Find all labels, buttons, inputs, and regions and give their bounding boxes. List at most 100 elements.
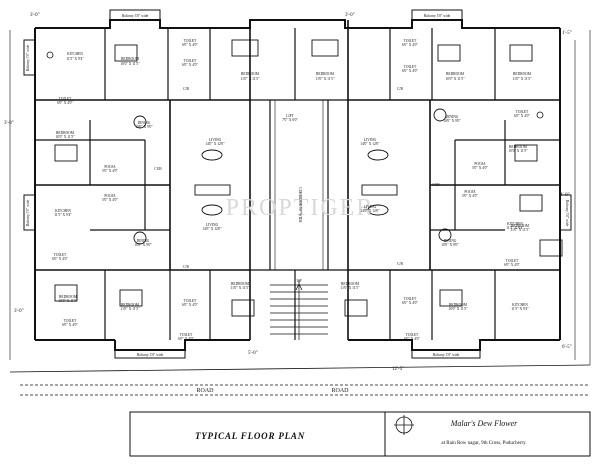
room-label: BEDROOM xyxy=(231,282,250,286)
dining-table-icon xyxy=(438,228,452,242)
room-size: 10'0" X 11'5" xyxy=(508,149,528,153)
room-size: 6'0" X 4'0" xyxy=(514,114,530,118)
room-label: C/B xyxy=(397,87,403,91)
room-label: POOJA xyxy=(464,190,476,194)
corridor-hatch xyxy=(274,100,324,270)
room-label: C/B xyxy=(183,265,189,269)
room-label: BEDROOM xyxy=(509,145,528,149)
room-label: BEDROOM xyxy=(121,57,140,61)
room-size: 14'0" X 12'0" xyxy=(360,142,380,146)
room-size: 10'0" X 9'0" xyxy=(443,119,461,123)
room-labels: Balcony 3'0" wide Balcony 3'0" wide Balc… xyxy=(26,14,569,357)
room-label: BEDROOM xyxy=(511,224,530,228)
room-size: 10'0" X 11'5" xyxy=(448,307,468,311)
room-label: BEDROOM xyxy=(513,72,532,76)
room-label: BEDROOM xyxy=(341,282,360,286)
balcony-bottom-left xyxy=(114,349,186,359)
sink-icon xyxy=(46,51,54,59)
room-size: 11'5" X 9'4" xyxy=(506,226,524,230)
room-label: BEDROOM xyxy=(56,131,75,135)
bed-icon xyxy=(54,144,78,162)
room-size: 14'0" X 12'0" xyxy=(205,142,225,146)
room-label: KITCHEN xyxy=(507,222,523,226)
room-size: 6'0" X 4'0" xyxy=(404,337,420,341)
dim-label: 3'-0" xyxy=(30,13,40,18)
bed-icon xyxy=(539,239,563,257)
title-block-frame xyxy=(129,411,591,457)
room-label: Balcony 3'0" wide xyxy=(122,14,149,18)
coffee-table-icon xyxy=(201,204,223,216)
stair-label: UP xyxy=(296,278,302,283)
bed-icon xyxy=(519,194,543,212)
dim-label: 1'-5" xyxy=(562,31,572,36)
project-address: at Rain Row nagar, 9th Cross, Puducherry… xyxy=(441,441,526,446)
bed-icon xyxy=(231,299,255,317)
room-size: 10'0" X 11'5" xyxy=(55,135,75,139)
room-label: TOILET xyxy=(184,299,197,303)
room-size: 5'0" X 4'0" xyxy=(472,166,488,170)
room-size: 5'0" X 4'0" xyxy=(102,169,118,173)
room-label: BEDROOM xyxy=(121,303,140,307)
room-label: CORRIDOR 5'0" WIDE xyxy=(298,187,302,223)
balcony-top-right xyxy=(411,9,463,21)
room-size: 7'0" X 6'0" xyxy=(282,118,298,122)
room-label: LIFT xyxy=(286,114,294,118)
room-label: LIVING xyxy=(364,205,377,209)
balcony-side-mid-left xyxy=(23,194,36,231)
room-label: Balcony 3'0" wide xyxy=(137,353,164,357)
dim-label: 3'-0" xyxy=(14,309,24,314)
bed-icon xyxy=(54,284,78,302)
bottom-rooms xyxy=(104,270,496,340)
coffee-table-icon xyxy=(367,149,389,161)
sofa-icon xyxy=(194,184,231,196)
balcony-side-right xyxy=(559,194,572,231)
balcony-bottom-right xyxy=(411,349,481,359)
room-size: 6'0" X 4'0" xyxy=(178,337,194,341)
coffee-table-icon xyxy=(367,204,389,216)
room-label: DINING xyxy=(137,239,150,243)
bed-icon xyxy=(119,289,143,307)
room-size: 6'0" X 4'0" xyxy=(182,63,198,67)
room-label: TOILET xyxy=(516,110,529,114)
corridor-walls xyxy=(169,20,431,340)
room-label: BEDROOM xyxy=(446,72,465,76)
room-size: 6'0" X 4'0" xyxy=(402,301,418,305)
room-label: BEDROOM xyxy=(59,295,78,299)
room-label: TOILET xyxy=(506,259,519,263)
project-name: Malar's Dew Flower xyxy=(450,419,518,428)
room-size: 5'0" X 4'0" xyxy=(462,194,478,198)
middle-rooms xyxy=(35,120,560,231)
room-label: Balcony 3'0" wide xyxy=(565,200,569,227)
coffee-table-icon xyxy=(201,149,223,161)
room-label: LIVING xyxy=(364,138,377,142)
room-size: 10'0" X 9'0" xyxy=(135,125,153,129)
room-label: BEDROOM xyxy=(449,303,468,307)
room-size: 11'5" X 9'4" xyxy=(66,57,84,61)
sink-icon xyxy=(536,111,544,119)
room-label: DINING xyxy=(444,239,457,243)
room-label: TOILET xyxy=(406,333,419,337)
room-label: POOJA xyxy=(104,165,116,169)
dimension-labels: 3'-0" 3'-0" 1'-5" 3'-0" 4'-0" 3'-0" 5'-0… xyxy=(4,13,572,372)
room-size: 6'0" X 4'0" xyxy=(52,257,68,261)
dim-label: 3'-0" xyxy=(345,13,355,18)
bed-icon xyxy=(439,289,463,307)
bed-icon xyxy=(437,44,461,62)
dining-table-icon xyxy=(133,231,147,245)
bed-icon xyxy=(311,39,339,57)
room-label: Balcony 3'0" wide xyxy=(26,44,30,71)
walls xyxy=(23,9,572,359)
room-size: 6'0" X 4'0" xyxy=(182,43,198,47)
room-label: TOILET xyxy=(404,297,417,301)
road-label: ROAD xyxy=(196,388,214,394)
room-size: 14'0" X 12'0" xyxy=(202,227,222,231)
dim-label: 4'-0" xyxy=(560,193,570,198)
room-size: 10'0" X 11'5" xyxy=(445,77,465,81)
room-size: 6'0" X 4'0" xyxy=(57,101,73,105)
dim-label: 6'-5" xyxy=(562,345,572,350)
road-label: ROAD xyxy=(331,388,349,394)
site-lines xyxy=(9,30,591,396)
room-size: 11'0" X 11'5" xyxy=(340,286,360,290)
